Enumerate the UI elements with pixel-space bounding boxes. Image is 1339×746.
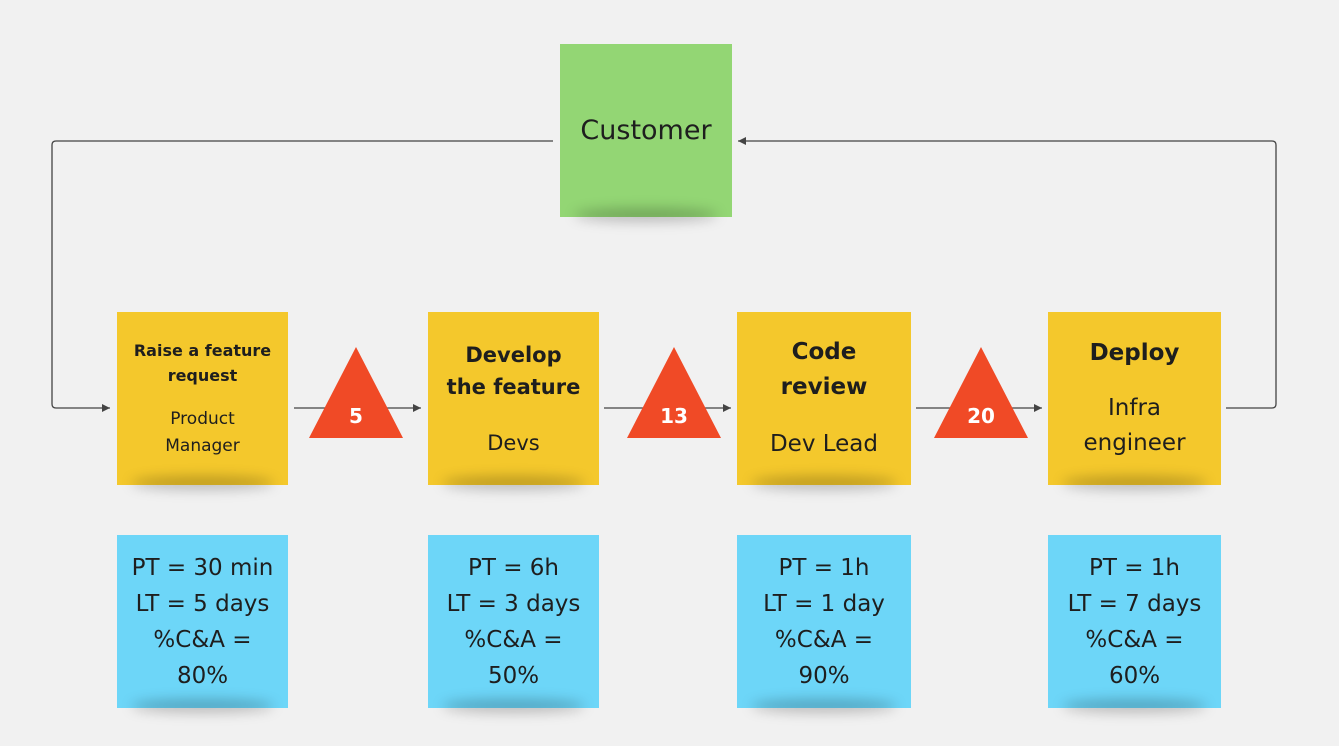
- step-title-line: the feature: [446, 374, 581, 399]
- inventory-triangle-1: [309, 347, 403, 438]
- metric-complete-accurate-label: %C&A =: [464, 626, 563, 653]
- metrics-deploy[interactable]: PT = 1h LT = 7 days %C&A = 60%: [1048, 535, 1221, 708]
- connector-deploy-to-customer: [738, 137, 1277, 409]
- metric-complete-accurate-label: %C&A =: [153, 626, 252, 653]
- step-title-line: Code: [791, 339, 857, 365]
- step-raise-feature-request[interactable]: Raise a feature request Product Manager: [117, 312, 288, 485]
- step-role-line: Manager: [165, 435, 240, 456]
- step-develop-feature[interactable]: Develop the feature Devs: [428, 312, 599, 485]
- connector-customer-to-raise-request: [51, 140, 553, 412]
- step-role-line: Dev Lead: [769, 431, 879, 457]
- metric-lead-time: LT = 3 days: [446, 590, 581, 617]
- step-role-line: Devs: [487, 430, 540, 455]
- inventory-count-1: 5: [349, 404, 363, 428]
- inventory-count-2: 13: [660, 404, 688, 428]
- metric-lead-time: LT = 1 day: [763, 590, 885, 617]
- customer-sticky[interactable]: Customer: [560, 44, 732, 217]
- step-title-line: review: [780, 374, 868, 400]
- metric-lead-time: LT = 7 days: [1067, 590, 1202, 617]
- inventory-triangle-3: [934, 347, 1028, 438]
- metric-processing-time: PT = 1h: [778, 554, 870, 581]
- step-deploy[interactable]: Deploy Infra engineer: [1048, 312, 1221, 485]
- metrics-develop-feature[interactable]: PT = 6h LT = 3 days %C&A = 50%: [428, 535, 599, 708]
- step-code-review[interactable]: Code review Dev Lead: [737, 312, 911, 485]
- metrics-raise-feature-request[interactable]: PT = 30 min LT = 5 days %C&A = 80%: [117, 535, 288, 708]
- step-role-line: Infra: [1107, 395, 1161, 421]
- inventory-count-3: 20: [967, 404, 995, 428]
- step-title-line: Deploy: [1089, 340, 1180, 366]
- metric-complete-accurate-value: 60%: [1108, 662, 1161, 689]
- metric-complete-accurate-value: 90%: [798, 662, 850, 689]
- metric-complete-accurate-value: 80%: [176, 662, 229, 689]
- metric-complete-accurate-label: %C&A =: [1085, 626, 1184, 653]
- step-title: Raise a feature request: [133, 340, 272, 385]
- metric-complete-accurate-label: %C&A =: [774, 626, 874, 653]
- metric-processing-time: PT = 6h: [467, 554, 560, 581]
- metric-processing-time: PT = 1h: [1088, 554, 1181, 581]
- customer-label: Customer: [580, 115, 712, 146]
- metrics-code-review[interactable]: PT = 1h LT = 1 day %C&A = 90%: [737, 535, 911, 708]
- metric-lead-time: LT = 5 days: [135, 590, 270, 617]
- metric-processing-time: PT = 30 min: [131, 554, 274, 581]
- step-title-line: Develop: [465, 342, 562, 367]
- inventory-triangle-2: [627, 347, 721, 438]
- step-role-line: engineer: [1083, 430, 1186, 456]
- metric-complete-accurate-value: 50%: [487, 662, 540, 689]
- step-role-line: Product: [170, 408, 235, 429]
